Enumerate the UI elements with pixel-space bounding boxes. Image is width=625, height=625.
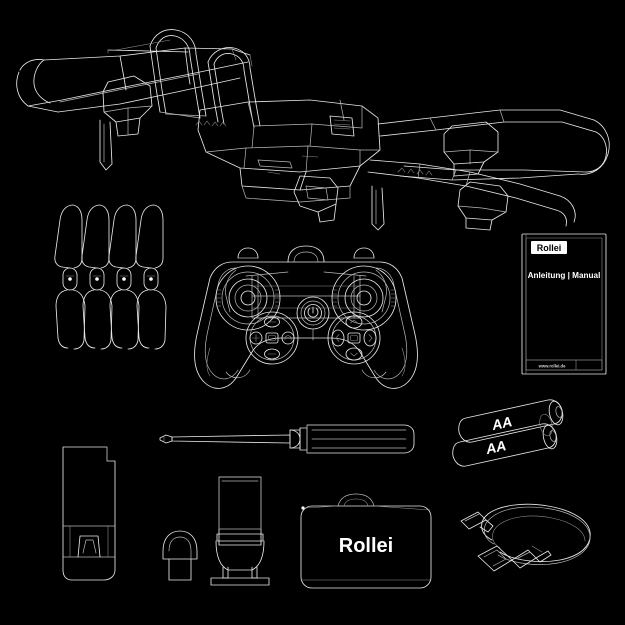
- left-button-cluster: [245, 311, 299, 365]
- aa-label-top: AA: [489, 413, 513, 433]
- gimbal-cap: [162, 530, 198, 581]
- manual-logo-plate: [531, 241, 567, 254]
- manual-footer-text: www.rollei.de: [538, 364, 567, 369]
- remote-controller: [194, 245, 418, 389]
- propeller: [54, 204, 86, 350]
- screwdriver: [159, 424, 415, 454]
- manual-booklet: Rollei Anleitung | Manual www.rollei.de: [521, 233, 607, 375]
- right-joystick: [331, 265, 397, 331]
- carry-case: Rollei: [300, 493, 432, 589]
- usb-cable: [460, 503, 591, 572]
- manual-title-text: Anleitung | Manual: [528, 271, 601, 280]
- aa-label-bottom: AA: [483, 437, 507, 457]
- propeller: [81, 204, 113, 350]
- left-joystick: [215, 265, 281, 331]
- drone-wireframe: [16, 29, 610, 231]
- phone-holder: [210, 476, 270, 586]
- propeller: [108, 204, 140, 350]
- manual-logo-text: Rollei: [537, 243, 562, 253]
- battery-pack: [62, 446, 116, 581]
- aa-batteries: AA AA: [452, 399, 564, 467]
- dpad-cluster: [327, 311, 381, 365]
- propeller: [135, 204, 167, 350]
- propeller-set: [54, 204, 167, 350]
- case-logo-text: Rollei: [339, 535, 393, 557]
